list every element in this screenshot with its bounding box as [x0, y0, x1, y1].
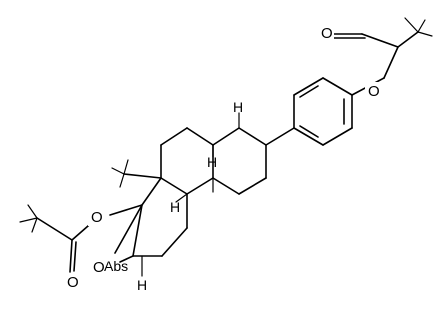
bond	[69, 239, 73, 273]
atom-labels: O O O O O Abs H H H H	[64, 24, 381, 293]
bonds	[36, 31, 419, 273]
hydrogen-label: H	[233, 99, 243, 115]
hydrogen-label: H	[170, 199, 180, 215]
bond	[186, 177, 214, 195]
carbonyl-oxygen-label: O	[321, 25, 333, 42]
bond	[265, 127, 295, 146]
bond	[404, 17, 419, 33]
bond	[417, 19, 426, 33]
bond	[322, 77, 353, 96]
bond	[397, 31, 419, 48]
bond	[161, 227, 188, 257]
bond	[212, 127, 240, 146]
bond	[119, 255, 134, 263]
bond	[361, 33, 399, 48]
bond	[212, 177, 240, 195]
bond	[293, 127, 324, 146]
bond	[299, 125, 319, 138]
bond	[238, 177, 267, 195]
bond	[119, 173, 125, 188]
bond	[141, 177, 162, 206]
bond	[160, 127, 188, 146]
bond	[114, 204, 143, 254]
bond	[383, 46, 399, 79]
ester-oxygen-label: O	[368, 83, 380, 100]
bond	[123, 159, 129, 175]
bond	[175, 193, 188, 203]
bond	[31, 217, 38, 233]
bond	[123, 173, 162, 179]
bond	[19, 217, 38, 223]
bond	[238, 127, 267, 146]
bond	[160, 177, 188, 195]
bond	[109, 204, 143, 216]
abs-stereo-label: Abs	[104, 258, 128, 274]
hydrogen-label: H	[137, 277, 147, 293]
ester-oxygen-label: O	[91, 209, 103, 226]
bond	[186, 127, 214, 146]
bond	[132, 204, 143, 257]
hydrogen-bonds	[19, 17, 433, 277]
bond	[36, 217, 73, 241]
bond	[73, 241, 77, 272]
carbonyl-oxygen-label: O	[67, 274, 79, 291]
bond	[322, 127, 353, 146]
hydrogen-label: H	[207, 154, 217, 170]
bond	[299, 85, 319, 98]
bond	[111, 167, 125, 175]
epoxide-oxygen-label: O	[93, 259, 105, 276]
bond	[27, 204, 38, 219]
bond	[417, 31, 433, 37]
bond	[293, 77, 324, 96]
